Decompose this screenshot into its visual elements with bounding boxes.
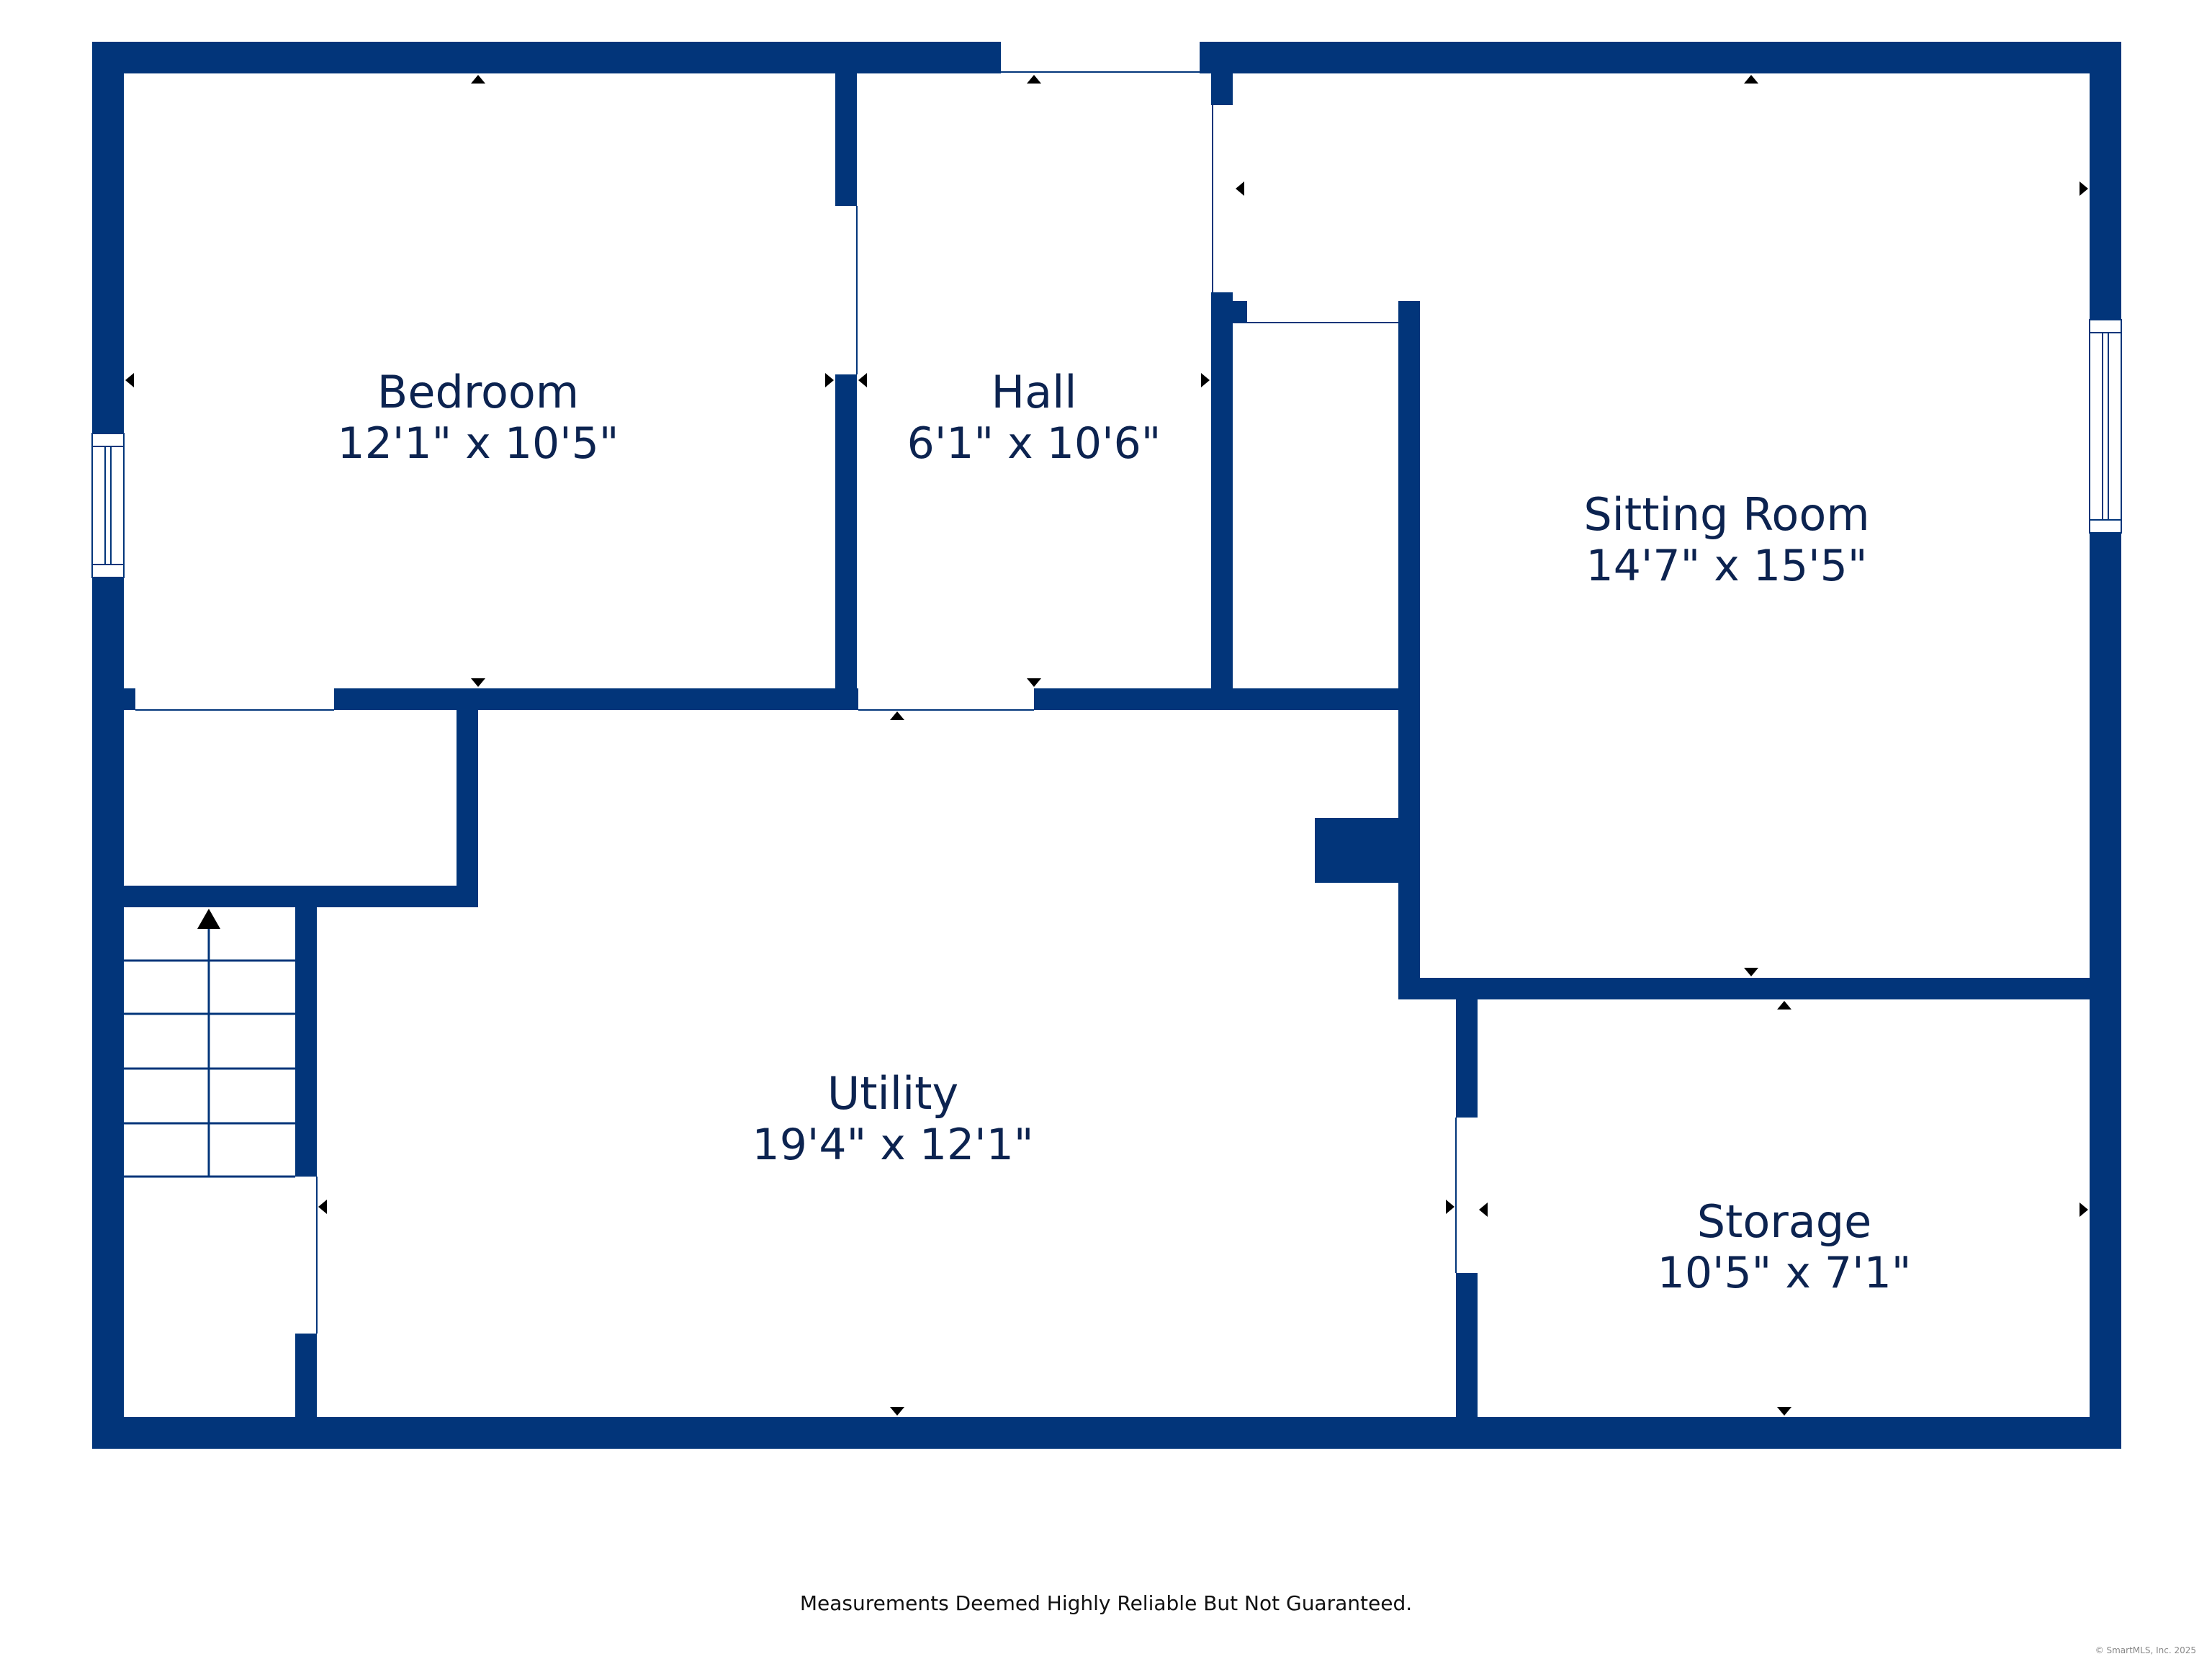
- wall-bedroom-hall: [835, 42, 857, 709]
- disclaimer-text: Measurements Deemed Highly Reliable But …: [800, 1591, 1412, 1615]
- room-label-hall: Hall 6'1" x 10'6": [907, 366, 1161, 469]
- opening-utility-storage: [1455, 1118, 1479, 1273]
- wall-stairs-right: [295, 886, 317, 1449]
- door-openings: [135, 40, 1479, 1334]
- opening-hall-sitting: [1210, 105, 1234, 292]
- room-dimensions: 6'1" x 10'6": [907, 418, 1161, 469]
- opening-bedroom-closet: [135, 687, 334, 711]
- wall-bottom: [92, 1417, 2121, 1449]
- room-dimensions: 14'7" x 15'5": [1586, 541, 1868, 591]
- room-label-storage: Storage 10'5" x 7'1": [1658, 1195, 1912, 1298]
- stairs: [124, 909, 295, 1178]
- room-label-bedroom: Bedroom 12'1" x 10'5": [338, 366, 619, 469]
- room-name: Storage: [1697, 1195, 1872, 1248]
- room-name: Utility: [827, 1067, 958, 1120]
- wall-closet-top: [1233, 301, 1247, 323]
- stairs-up-arrow-icon: [197, 909, 220, 929]
- opening-hall-utility: [858, 687, 1034, 711]
- opening-top-hall: [1001, 40, 1200, 75]
- room-name: Hall: [991, 366, 1076, 418]
- copyright-text: © SmartMLS, Inc. 2025: [2095, 1645, 2196, 1655]
- opening-bedroom-hall: [834, 206, 858, 374]
- wall-right: [2090, 42, 2121, 1449]
- chimney-block: [1315, 818, 1420, 883]
- room-name: Sitting Room: [1583, 488, 1869, 541]
- window-bedroom: [91, 433, 125, 578]
- windows: [91, 319, 2123, 578]
- wall-left: [92, 42, 124, 1449]
- wall-sitting-storage: [1398, 978, 2121, 999]
- room-label-utility: Utility 19'4" x 12'1": [752, 1067, 1034, 1170]
- window-sitting-room: [2088, 319, 2123, 534]
- room-name: Bedroom: [377, 366, 579, 418]
- opening-stairs-utility: [294, 1177, 318, 1334]
- wall-closet-small-bottom: [92, 886, 478, 907]
- wall-closet-right: [1398, 301, 1420, 999]
- room-dimensions: 12'1" x 10'5": [338, 418, 619, 469]
- room-dimensions: 19'4" x 12'1": [752, 1120, 1034, 1170]
- door-frames: [135, 71, 1457, 1334]
- wall-closet-small-right: [457, 688, 478, 907]
- dimension-ticks: [125, 75, 2088, 1416]
- room-dimensions: 10'5" x 7'1": [1658, 1248, 1912, 1298]
- room-label-sitting-room: Sitting Room 14'7" x 15'5": [1583, 488, 1869, 591]
